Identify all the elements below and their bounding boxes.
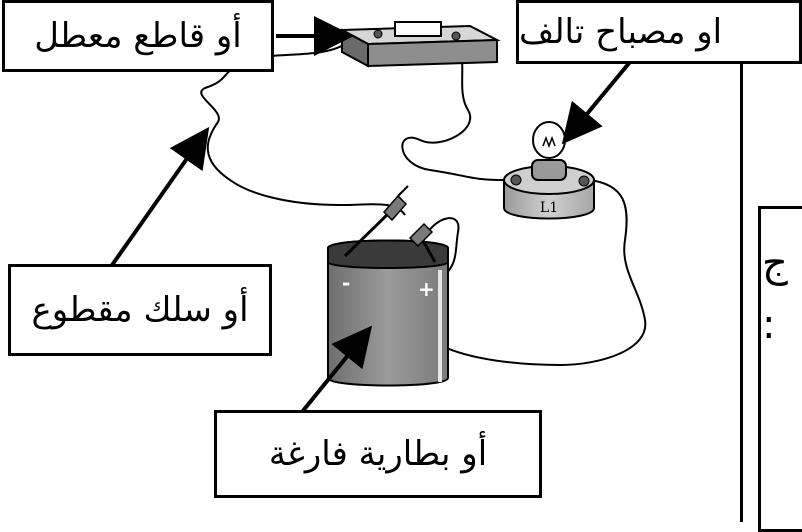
battery-plus-sign: +: [418, 277, 435, 301]
switch-icon: [338, 21, 501, 68]
label-burnt-lamp-text: او مصباح تالف: [519, 12, 723, 52]
arrows: [108, 16, 632, 414]
label-cut-wire-text: أو سلك مقطوع: [31, 290, 249, 330]
label-empty-battery-text: أو بطارية فارغة: [268, 434, 488, 474]
battery-minus-sign: -: [342, 271, 350, 295]
right-answer-line-2: :: [762, 302, 776, 348]
wire-battery-plus-lead: [427, 217, 460, 276]
label-cut-wire: أو سلك مقطوع: [8, 264, 272, 356]
right-answer-text: ج :: [762, 232, 802, 362]
label-empty-battery: أو بطارية فارغة: [214, 410, 542, 498]
arrow-icon: [300, 325, 373, 414]
label-broken-switch-text: أو قاطع معطل: [34, 16, 242, 56]
wire-lamp-to-battery: [439, 179, 647, 367]
label-broken-switch: أو قاطع معطل: [2, 0, 274, 72]
label-burnt-lamp: او مصباح تالف: [516, 0, 802, 64]
circuit-diagram: L1 - +: [108, 16, 647, 414]
arrow-icon: [561, 60, 632, 145]
lamp-icon: L1: [503, 121, 595, 220]
arrow-icon: [108, 126, 210, 270]
clip-icon: [343, 185, 437, 263]
battery-icon: - +: [327, 239, 449, 387]
right-answer-box: [758, 206, 802, 532]
lamp-tag: L1: [540, 200, 558, 216]
right-answer-line-1: ج: [762, 240, 788, 286]
wire-switch-to-lamp: [401, 41, 506, 181]
